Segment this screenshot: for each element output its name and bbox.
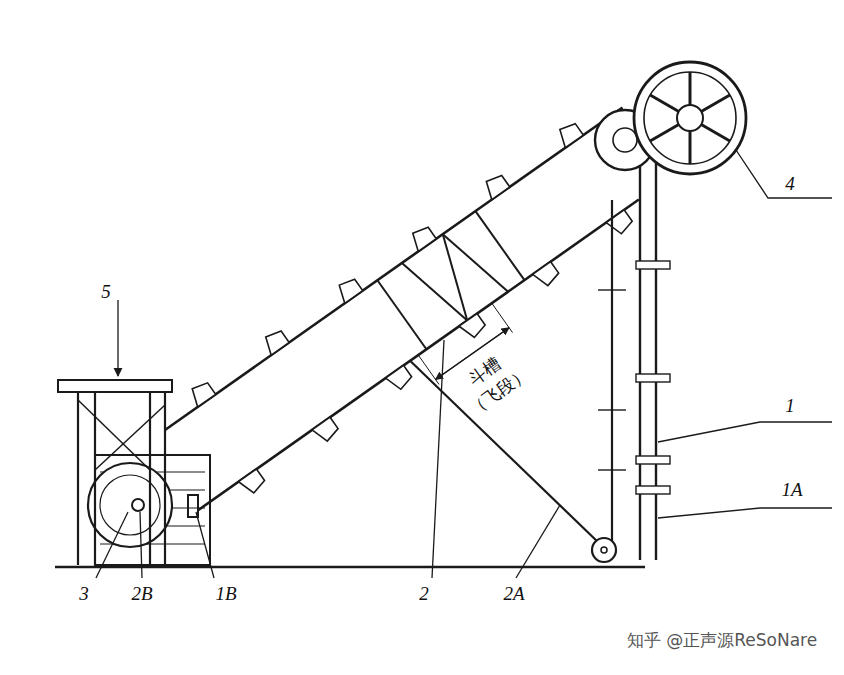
brace — [95, 405, 165, 470]
drive-wheel — [644, 72, 736, 164]
callout-number: 1 — [783, 396, 797, 417]
wheel-spoke — [650, 95, 679, 112]
support-post — [655, 150, 657, 560]
watermark: 知乎 @正声源ReSoNare — [625, 631, 819, 650]
truss-member — [377, 280, 426, 349]
platform — [58, 380, 172, 392]
wheel-hub — [677, 105, 703, 131]
leader-line — [432, 340, 444, 578]
truss-member — [475, 211, 524, 280]
tick — [598, 409, 626, 410]
bolt — [636, 486, 670, 494]
leader-line — [96, 512, 128, 578]
tick — [598, 469, 626, 470]
leader-line — [196, 512, 214, 578]
wheel-spoke — [650, 125, 679, 142]
rail — [198, 199, 639, 510]
support-post — [639, 150, 641, 560]
wheel-spoke — [701, 95, 730, 112]
wheel-spoke — [689, 72, 692, 105]
callout-number: 3 — [77, 584, 91, 605]
wheel-spoke — [701, 125, 730, 142]
bucket — [560, 124, 583, 148]
rail — [165, 107, 623, 430]
drive-wheel — [634, 62, 746, 174]
support-post — [611, 200, 613, 550]
bucket — [386, 365, 412, 389]
leader-line — [658, 422, 832, 442]
callout-number: 2 — [417, 584, 431, 605]
bolt — [636, 456, 670, 464]
tail-axle — [132, 499, 144, 511]
bucket — [486, 175, 509, 199]
bucket — [312, 417, 338, 441]
truss-member — [443, 234, 467, 320]
tail-drum — [88, 463, 172, 547]
wheel-spoke — [689, 131, 692, 164]
foot-wheel — [601, 547, 607, 553]
head-pulley — [613, 128, 637, 152]
brace — [78, 400, 150, 470]
bucket — [459, 314, 485, 338]
leader-line — [117, 300, 118, 376]
callout-number: 2A — [501, 584, 526, 605]
platform-post — [77, 392, 79, 565]
foot-wheel — [592, 538, 616, 562]
callout-number: 2B — [129, 584, 154, 605]
platform-post — [164, 392, 166, 565]
bucket — [606, 210, 632, 234]
leader-line — [736, 150, 832, 198]
bucket — [192, 383, 215, 407]
extension-line — [418, 355, 439, 384]
leader-line — [516, 505, 560, 578]
bucket — [339, 279, 362, 303]
callout-number: 5 — [99, 282, 113, 303]
callout-number: 1A — [779, 480, 804, 501]
bucket — [239, 469, 265, 493]
drawing — [55, 62, 832, 578]
bolt — [636, 374, 670, 382]
leader-line — [140, 512, 142, 578]
truss-member — [402, 263, 467, 320]
callout-number: 4 — [783, 174, 797, 195]
bucket — [413, 227, 436, 251]
tick — [598, 289, 626, 290]
ground-line — [55, 566, 645, 569]
bolt — [636, 261, 670, 269]
leader-line — [658, 508, 832, 518]
callout-number: 1B — [213, 584, 238, 605]
bucket — [266, 331, 289, 355]
bucket — [533, 262, 559, 286]
